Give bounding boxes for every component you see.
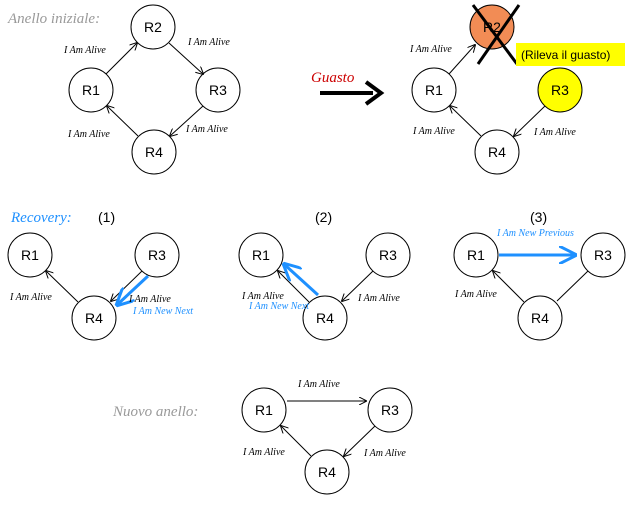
- new-ring-title: Nuovo anello:: [112, 404, 198, 420]
- initial-node-r2-label: R2: [144, 19, 162, 35]
- new-ring-edge-r3-r4: [344, 425, 376, 456]
- step-2-node-r4: R4: [302, 295, 348, 341]
- step-2-node-r4-label: R4: [316, 310, 334, 326]
- initial-edge-r4-r1: [107, 106, 139, 137]
- step-3-label: (3): [530, 209, 547, 225]
- failure-msg-r4-r1: I Am Alive: [412, 126, 455, 137]
- initial-edge-r1-r2: [105, 43, 137, 75]
- initial-msg-r4-r1: I Am Alive: [67, 129, 110, 140]
- step-3-node-r1-label: R1: [467, 247, 485, 263]
- initial-node-r4-label: R4: [145, 144, 163, 160]
- step-3-node-r3: R3: [580, 232, 626, 278]
- initial-msg-r1-r2: I Am Alive: [63, 45, 106, 56]
- initial-node-r2: R2: [130, 4, 176, 50]
- new-ring-node-r3-label: R3: [381, 402, 399, 418]
- initial-msg-r3-r4: I Am Alive: [185, 124, 228, 135]
- step-1-msg-new-next: I Am New Next: [132, 306, 193, 317]
- step-3-node-r1: R1: [453, 232, 499, 278]
- step-3-node-r4-label: R4: [531, 310, 549, 326]
- initial-node-r3-label: R3: [209, 82, 227, 98]
- failure-callout-box: [516, 43, 625, 66]
- step-3-msg-new-prev: I Am New Previous: [496, 228, 574, 239]
- recovery-step-3: (3) R1 R3 R4 I Am New Previous I Am Aliv…: [453, 209, 626, 341]
- failure-node-r3: R3: [537, 67, 583, 113]
- new-ring-msg-r3-r4: I Am Alive: [363, 448, 406, 459]
- failure-node-r1-label: R1: [425, 82, 443, 98]
- failure-cross-line-2: [476, 4, 521, 65]
- step-2-node-r3: R3: [365, 232, 411, 278]
- recovery-title: Recovery:: [10, 210, 72, 226]
- step-1-node-r3-label: R3: [148, 247, 166, 263]
- step-1-node-r1-label: R1: [21, 247, 39, 263]
- step-1-node-r4: R4: [71, 295, 117, 341]
- step-3-edge-r3-r4: [556, 270, 589, 302]
- failure-edge-r4-r1: [450, 106, 482, 137]
- failure-edge-r3-r4: [514, 105, 546, 136]
- step-3-msg-r4-r1: I Am Alive: [454, 289, 497, 300]
- initial-edge-r3-r4: [170, 105, 204, 136]
- step-2-node-r1-label: R1: [252, 247, 270, 263]
- new-ring-msg-r1-r3: I Am Alive: [297, 379, 340, 390]
- new-ring-node-r4-label: R4: [318, 464, 336, 480]
- failure-node-r4: R4: [474, 129, 520, 175]
- step-2-edge-new-next: [285, 265, 320, 297]
- failure-msg-r1-r2: I Am Alive: [409, 44, 452, 55]
- failure-callout: (Rileva il guasto): [521, 48, 610, 62]
- step-2-node-r3-label: R3: [379, 247, 397, 263]
- failure-arrow-head: [364, 80, 385, 106]
- step-1-label: (1): [98, 209, 115, 225]
- step-3-node-r3-label: R3: [594, 247, 612, 263]
- failure-label: Guasto: [311, 70, 355, 86]
- recovery-section: Recovery: (1) R1 R3 R4 I Am Alive I Am A…: [7, 209, 626, 341]
- new-ring-node-r1: R1: [241, 387, 287, 433]
- recovery-step-2: (2) R1 R3 R4 I Am Alive I Am New Next I …: [238, 209, 411, 341]
- step-1-edge-new-next: [118, 274, 150, 304]
- step-2-label: (2): [315, 209, 332, 225]
- initial-msg-r2-r3: I Am Alive: [187, 37, 230, 48]
- failure-msg-r3-r4: I Am Alive: [533, 127, 576, 138]
- step-2-node-r1: R1: [238, 232, 284, 278]
- step-1-msg-r3-r4: I Am Alive: [128, 294, 171, 305]
- step-1-node-r1: R1: [7, 232, 53, 278]
- step-1-edge-r4-r1: [46, 271, 79, 303]
- new-ring-msg-r4-r1: I Am Alive: [242, 447, 285, 458]
- new-ring-node-r4: R4: [304, 449, 350, 495]
- step-2-msg-r3-r4: I Am Alive: [357, 293, 400, 304]
- initial-ring: Anello iniziale: R2 R1 R3 R4 I Am Alive …: [7, 4, 241, 175]
- step-1-node-r4-label: R4: [85, 310, 103, 326]
- step-2-msg-new-next: I Am New Next: [248, 301, 309, 312]
- new-ring-edge-r4-r1: [281, 426, 312, 457]
- step-2-edge-r3-r4: [342, 270, 374, 301]
- failure-edge-r1-r2: [448, 45, 475, 75]
- initial-ring-title: Anello iniziale:: [7, 11, 100, 27]
- recovery-step-1: (1) R1 R3 R4 I Am Alive I Am Alive I Am …: [7, 209, 193, 341]
- failure-section: Guasto R2 (Rileva il guasto) R1 R3 R4 I …: [311, 4, 625, 175]
- new-ring-node-r3: R3: [367, 387, 413, 433]
- step-3-node-r4: R4: [517, 295, 563, 341]
- failure-node-r4-label: R4: [488, 144, 506, 160]
- step-3-edge-r4-r1: [493, 271, 525, 303]
- new-ring-node-r1-label: R1: [255, 402, 273, 418]
- initial-node-r1-label: R1: [82, 82, 100, 98]
- failure-node-r3-label: R3: [551, 82, 569, 98]
- initial-node-r1: R1: [68, 67, 114, 113]
- step-1-msg-r4-r1: I Am Alive: [9, 292, 52, 303]
- failure-cross-line-1: [471, 4, 519, 65]
- step-2-msg-r4-r1: I Am Alive: [241, 291, 284, 302]
- failure-node-r1: R1: [411, 67, 457, 113]
- initial-node-r4: R4: [131, 129, 177, 175]
- step-1-node-r3: R3: [134, 232, 180, 278]
- initial-edge-r2-r3: [168, 42, 203, 74]
- initial-node-r3: R3: [195, 67, 241, 113]
- new-ring: Nuovo anello: R1 R3 R4 I Am Alive I Am A…: [112, 379, 413, 495]
